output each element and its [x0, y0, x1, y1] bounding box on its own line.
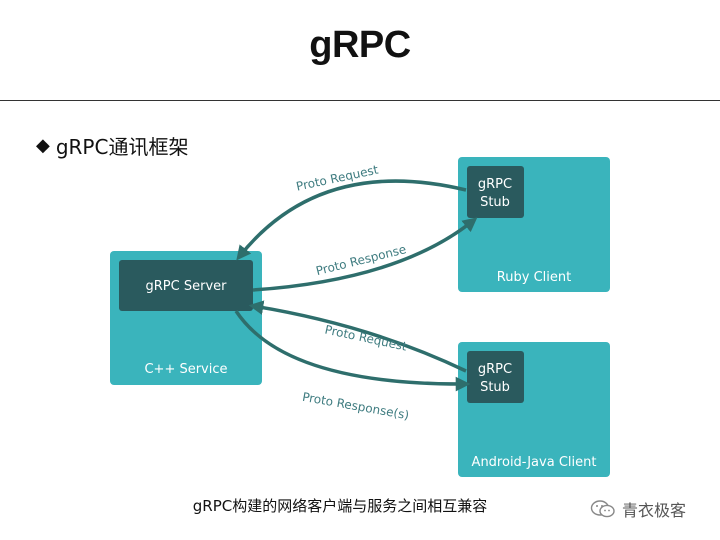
ruby-client-label: Ruby Client [497, 270, 571, 285]
section-heading-text: gRPC通讯框架 [55, 135, 189, 159]
ruby-client-node: gRPC Stub Ruby Client [458, 157, 610, 292]
android-stub-label-line2: Stub [480, 380, 510, 395]
android-stub-label-line1: gRPC [478, 362, 512, 377]
ruby-stub-label-line2: Stub [480, 195, 510, 210]
watermark-text: 青衣极客 [622, 501, 687, 520]
wechat-icon [590, 500, 615, 518]
android-java-client-label: Android-Java Client [472, 455, 597, 470]
watermark: 青衣极客 [590, 497, 686, 521]
grpc-server-label: gRPC Server [146, 279, 228, 294]
grpc-server-block [119, 260, 253, 311]
ruby-grpc-stub [467, 166, 524, 218]
figure-caption: gRPC构建的网络客户端与服务之间相互兼容 [192, 497, 488, 515]
android-grpc-stub [467, 351, 524, 403]
ruby-stub-label-line1: gRPC [478, 177, 512, 192]
android-java-client-node: gRPC Stub Android-Java Client [458, 342, 610, 477]
cpp-service-node: gRPC Server C++ Service [110, 251, 262, 385]
title-divider [0, 100, 720, 101]
edge-ruby-proto-response [252, 217, 478, 292]
edge-label-android-request: Proto Request [323, 323, 408, 354]
cpp-service-label: C++ Service [144, 362, 227, 377]
edge-ruby-proto-request [236, 179, 467, 261]
slide-title: gRPC [309, 24, 411, 66]
edge-android-proto-response [234, 310, 471, 392]
edge-android-proto-request [248, 300, 467, 373]
section-heading: ◆ gRPC通讯框架 [36, 131, 188, 160]
diamond-bullet-icon: ◆ [36, 135, 50, 156]
edge-label-android-response: Proto Response(s) [301, 390, 410, 423]
